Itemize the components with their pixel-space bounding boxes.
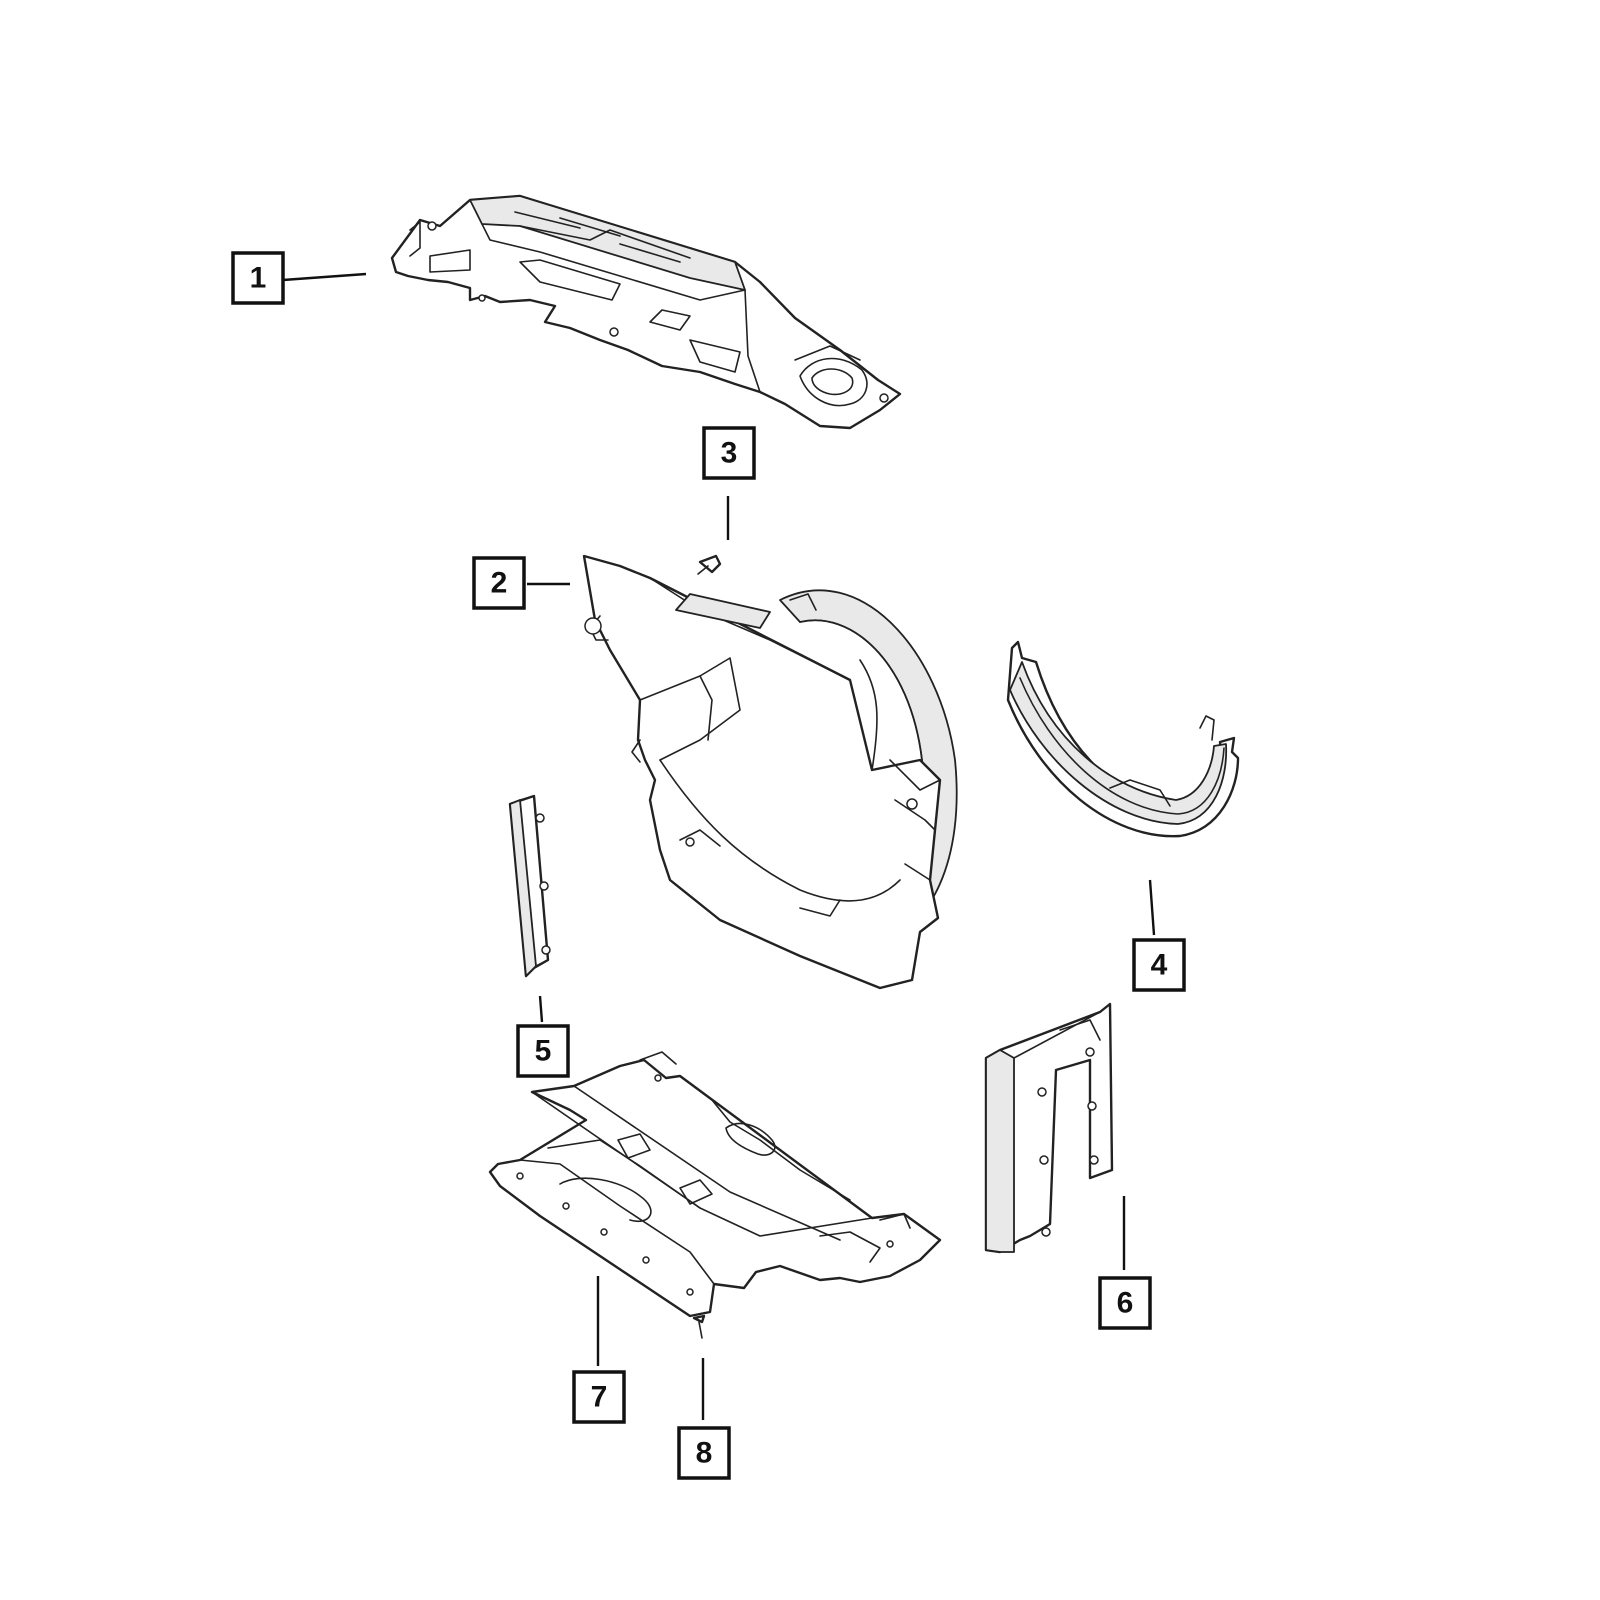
leader-4: [1148, 879, 1156, 936]
callout-5-label: 5: [535, 1035, 552, 1068]
part-side-seal-left[interactable]: [508, 794, 551, 978]
part-fan-shroud[interactable]: [582, 554, 958, 990]
part-lower-air-deflector[interactable]: [488, 1051, 942, 1318]
callout-1-label: 1: [250, 262, 267, 295]
part-shroud-ring-seal[interactable]: [1006, 640, 1240, 838]
callout-7-label: 7: [591, 1381, 608, 1414]
callout-2-label: 2: [491, 567, 508, 600]
callout-8[interactable]: 8: [677, 1426, 731, 1480]
part-screw[interactable]: [692, 1314, 706, 1339]
callout-2[interactable]: 2: [472, 556, 526, 610]
callout-8-label: 8: [696, 1437, 713, 1470]
callout-4[interactable]: 4: [1132, 938, 1186, 992]
leader-5: [538, 995, 544, 1023]
leader-1: [282, 272, 367, 282]
part-push-pin-fastener[interactable]: [697, 554, 722, 575]
callout-3[interactable]: 3: [702, 426, 756, 480]
callout-3-label: 3: [721, 437, 738, 470]
callout-4-label: 4: [1151, 949, 1168, 982]
callout-5[interactable]: 5: [516, 1024, 570, 1078]
callout-7[interactable]: 7: [572, 1370, 626, 1424]
part-side-seal-right[interactable]: [984, 1002, 1114, 1254]
callout-1[interactable]: 1: [231, 251, 285, 305]
leader-lines: [282, 272, 1156, 1420]
part-upper-air-baffle[interactable]: [390, 194, 902, 430]
callout-6-label: 6: [1117, 1287, 1134, 1320]
callout-6[interactable]: 6: [1098, 1276, 1152, 1330]
